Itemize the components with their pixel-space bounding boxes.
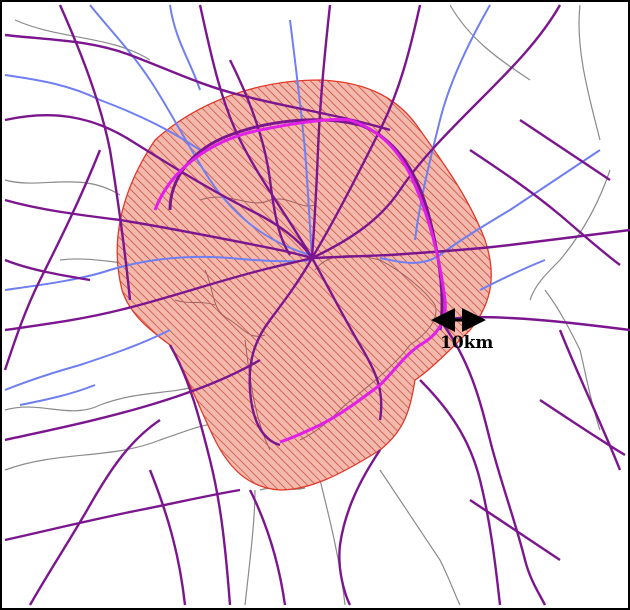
scale-label: 10km <box>440 333 494 353</box>
highlight-rail-line <box>153 118 447 444</box>
